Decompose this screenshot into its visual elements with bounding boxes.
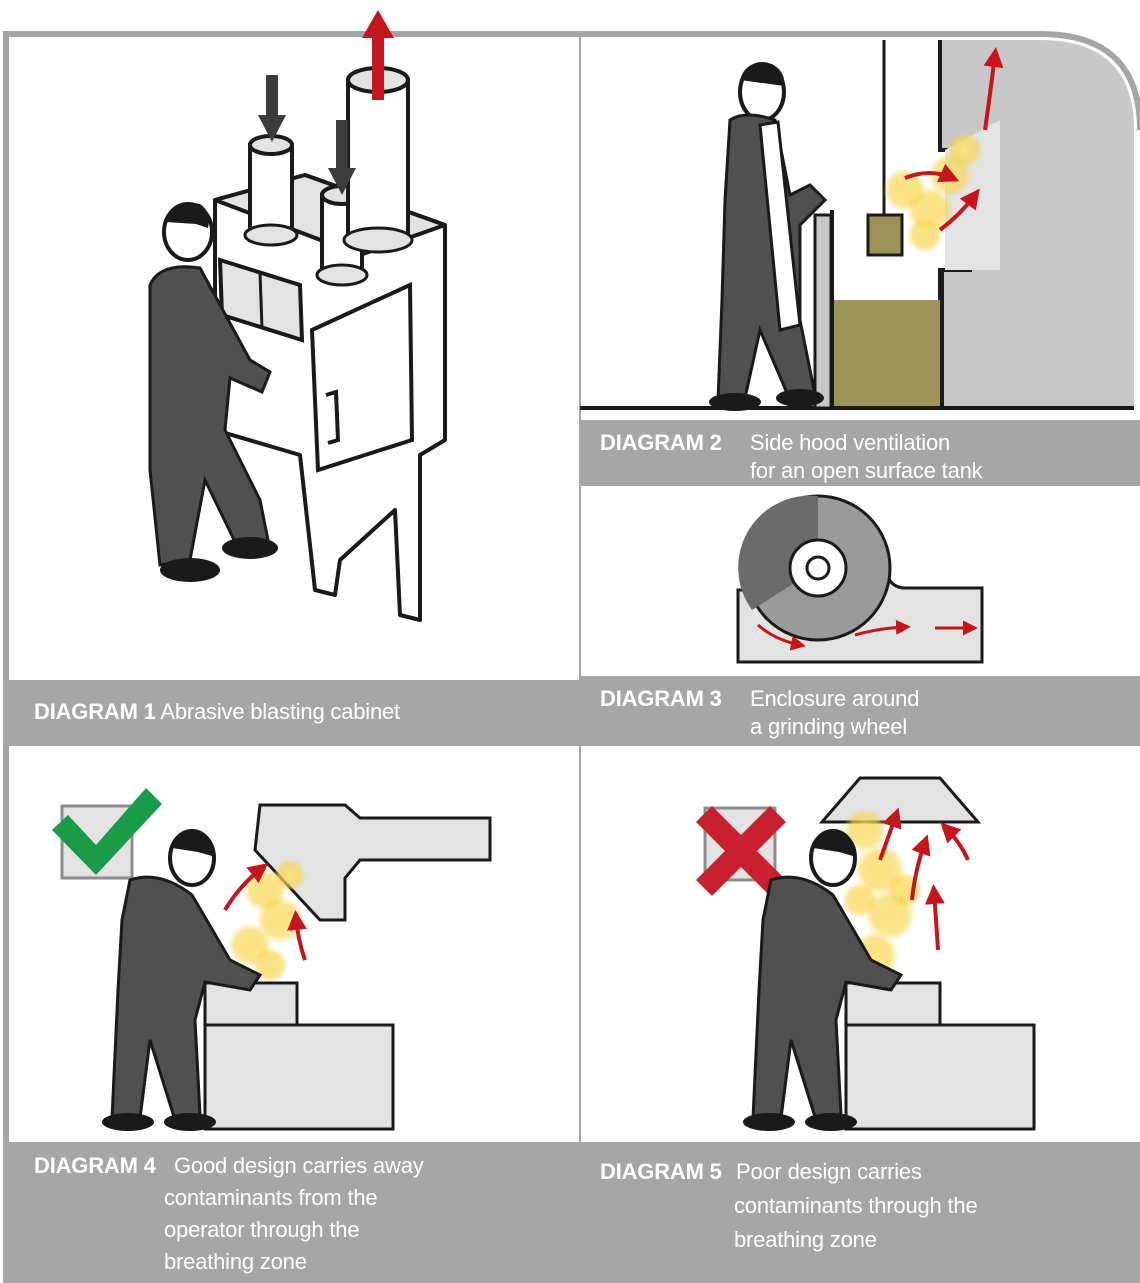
diagram-label: DIAGRAM 5 — [600, 1157, 722, 1186]
diagram-1-illustration — [150, 10, 445, 620]
diagram-caption-line: breathing zone — [734, 1225, 877, 1254]
diagram-caption-line: Good design carries away — [174, 1151, 424, 1180]
diagram-caption-text: Abrasive blasting cabinet — [160, 699, 400, 724]
diagram-label: DIAGRAM 3 — [600, 684, 722, 713]
diagram-caption-line: operator through the — [164, 1215, 359, 1244]
airflow-arrow-icon — [946, 828, 968, 860]
cabinet-inlet-pipe — [245, 136, 297, 245]
diagram-caption-line: Side hood ventilation — [750, 428, 950, 457]
diagram-4-illustration — [52, 788, 490, 1131]
diagram-1-caption: DIAGRAM 1 Abrasive blasting cabinet — [34, 697, 400, 726]
air-inflow-arrow-icon — [258, 75, 286, 142]
diagram-label: DIAGRAM 4 — [34, 1151, 156, 1180]
diagram-3-illustration — [738, 496, 982, 662]
diagram-caption-line: Enclosure around — [750, 684, 919, 713]
diagram-5-illustration — [696, 778, 1034, 1131]
diagram-caption-line: for an open surface tank — [750, 456, 982, 485]
diagram-caption-line: breathing zone — [164, 1247, 307, 1276]
diagram-caption-line: contaminants from the — [164, 1183, 377, 1212]
diagram-caption-line: Poor design carries — [736, 1157, 922, 1186]
diagram-label: DIAGRAM 2 — [600, 428, 722, 457]
diagram-label: DIAGRAM 1 — [34, 699, 156, 724]
airflow-arrow-icon — [934, 892, 938, 950]
diagram-caption-line: a grinding wheel — [750, 712, 907, 741]
check-mark-icon — [52, 788, 162, 878]
diagram-caption-line: contaminants through the — [734, 1191, 977, 1220]
